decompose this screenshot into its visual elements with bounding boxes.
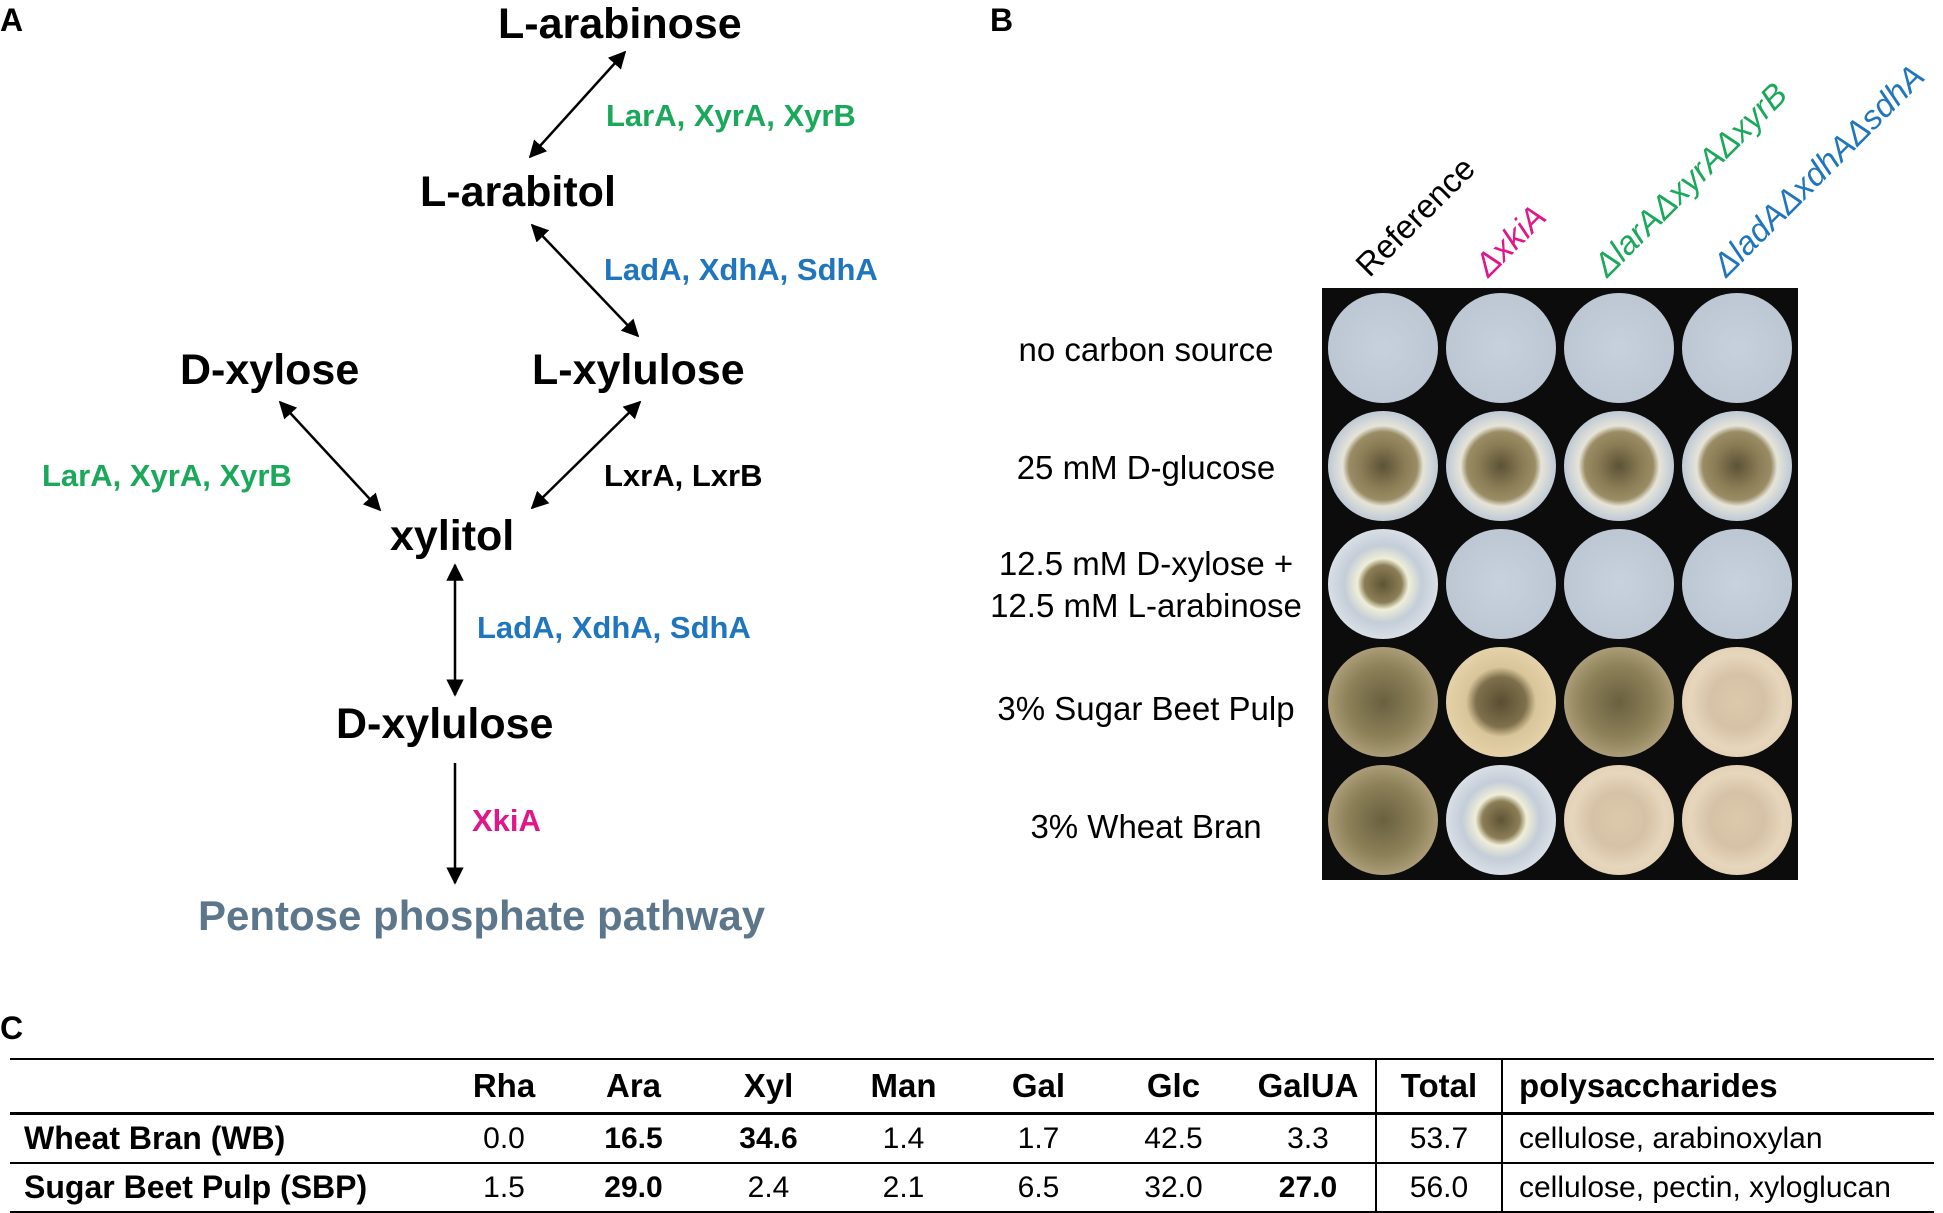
table-cell: 32.0 bbox=[1106, 1162, 1241, 1213]
arrow-dxylose-xylitol bbox=[278, 400, 382, 512]
table-cell: 1.4 bbox=[882, 1121, 925, 1155]
table-header-xyl: Xyl bbox=[701, 1058, 836, 1115]
petri-plate bbox=[1328, 647, 1438, 757]
condition-sugar-beet-pulp: 3% Sugar Beet Pulp bbox=[966, 688, 1326, 730]
table-header-total: Total bbox=[1375, 1058, 1502, 1115]
petri-plate bbox=[1446, 411, 1556, 521]
arrow-arabitol-lxylulose bbox=[530, 223, 640, 338]
petri-plate bbox=[1328, 411, 1438, 521]
arrow-arabinose-arabitol bbox=[528, 50, 627, 159]
enzymes-arabitol-xylulose: LadA, XdhA, SdhA bbox=[604, 252, 878, 287]
enzymes-xylitol-dxylulose: LadA, XdhA, SdhA bbox=[477, 610, 751, 645]
enzymes-dxylulose-ppp: XkiA bbox=[472, 803, 541, 838]
table-cell: 2.4 bbox=[701, 1162, 836, 1213]
condition-line: 12.5 mM L-arabinose bbox=[990, 587, 1302, 624]
metabolite-d-xylose: D-xylose bbox=[180, 346, 360, 394]
table-header-polysaccharides: polysaccharides bbox=[1501, 1058, 1934, 1115]
metabolite-l-arabitol: L-arabitol bbox=[420, 168, 616, 216]
petri-plate bbox=[1564, 529, 1674, 639]
condition-line: no carbon source bbox=[1018, 331, 1274, 368]
table-cell: 2.1 bbox=[836, 1162, 971, 1213]
petri-plate bbox=[1328, 529, 1438, 639]
table-header-gal: Gal bbox=[971, 1058, 1106, 1115]
table-header-rha: Rha bbox=[442, 1058, 566, 1115]
petri-plate bbox=[1446, 647, 1556, 757]
arrow-lxylulose-xylitol bbox=[530, 400, 642, 510]
petri-plate bbox=[1564, 293, 1674, 403]
petri-plate bbox=[1564, 765, 1674, 875]
strain-label-lara-xyra-xyrb: ΔlarAΔxyrAΔxyrB bbox=[1586, 75, 1795, 284]
panel-label-a: A bbox=[0, 2, 24, 38]
panel-label-b: B bbox=[990, 2, 1014, 38]
table-header-ara: Ara bbox=[566, 1058, 701, 1115]
petri-plate bbox=[1446, 293, 1556, 403]
metabolite-d-xylulose: D-xylulose bbox=[336, 700, 554, 748]
table-cell-polysaccharides: cellulose, arabinoxylan bbox=[1501, 1113, 1934, 1163]
composition-table: Rha Ara Xyl Man Gal Glc GalUA Total poly… bbox=[10, 1058, 1934, 1213]
table-cell: 16.5 bbox=[604, 1121, 663, 1155]
condition-wheat-bran: 3% Wheat Bran bbox=[966, 806, 1326, 848]
petri-plate bbox=[1682, 529, 1792, 639]
table-cell: 1.7 bbox=[1017, 1121, 1060, 1155]
table-cell: 6.5 bbox=[971, 1162, 1106, 1213]
table-cell: 29.0 bbox=[566, 1162, 701, 1213]
table-header-corner bbox=[10, 1058, 442, 1115]
petri-plate bbox=[1564, 411, 1674, 521]
petri-plate bbox=[1682, 647, 1792, 757]
table-cell: 42.5 bbox=[1144, 1121, 1203, 1155]
table-row: Wheat Bran (WB) 0.0 16.5 34.6 1.4 1.7 42… bbox=[10, 1113, 1934, 1163]
table-cell-polysaccharides: cellulose, pectin, xyloglucan bbox=[1501, 1162, 1934, 1213]
petri-plate bbox=[1564, 647, 1674, 757]
panel-label-c: C bbox=[0, 1010, 24, 1046]
petri-plate bbox=[1328, 293, 1438, 403]
table-header-glc: Glc bbox=[1106, 1058, 1241, 1115]
table-cell: 1.5 bbox=[442, 1162, 566, 1213]
strain-label-lada-xdha-sdha: ΔladAΔxdhAΔsdhA bbox=[1705, 57, 1932, 284]
condition-no-carbon: no carbon source bbox=[966, 329, 1326, 371]
metabolite-l-xylulose: L-xylulose bbox=[532, 346, 745, 394]
condition-line: 12.5 mM D-xylose + bbox=[998, 545, 1294, 582]
strain-label-xkia: ΔxkiA bbox=[1467, 197, 1554, 284]
petri-plate bbox=[1328, 765, 1438, 875]
petri-plate bbox=[1682, 411, 1792, 521]
petri-plate bbox=[1446, 765, 1556, 875]
petri-plate bbox=[1682, 293, 1792, 403]
petri-plate bbox=[1446, 529, 1556, 639]
table-header-man: Man bbox=[836, 1058, 971, 1115]
table-cell-total: 53.7 bbox=[1375, 1113, 1502, 1163]
row-label: Wheat Bran (WB) bbox=[24, 1120, 286, 1156]
table-cell: 34.6 bbox=[739, 1121, 798, 1155]
table-cell-total: 56.0 bbox=[1375, 1162, 1502, 1213]
condition-glucose: 25 mM D-glucose bbox=[966, 447, 1326, 489]
row-label: Sugar Beet Pulp (SBP) bbox=[10, 1162, 442, 1213]
petri-plate bbox=[1682, 765, 1792, 875]
condition-xylose-arabinose: 12.5 mM D-xylose + 12.5 mM L-arabinose bbox=[966, 543, 1326, 627]
condition-line: 3% Wheat Bran bbox=[1030, 808, 1262, 845]
strain-label-reference: Reference bbox=[1348, 149, 1482, 284]
table-header-galua: GalUA bbox=[1241, 1058, 1376, 1115]
enzymes-xylulose-xylitol: LxrA, LxrB bbox=[604, 458, 763, 493]
enzymes-xylose-xylitol: LarA, XyrA, XyrB bbox=[42, 458, 292, 493]
table-cell: 3.3 bbox=[1287, 1121, 1329, 1155]
table-cell: 0.0 bbox=[483, 1121, 525, 1155]
metabolite-l-arabinose: L-arabinose bbox=[498, 0, 742, 48]
enzymes-arabinose-arabitol: LarA, XyrA, XyrB bbox=[606, 98, 856, 133]
condition-line: 25 mM D-glucose bbox=[1016, 449, 1276, 486]
condition-line: 3% Sugar Beet Pulp bbox=[997, 690, 1295, 727]
pentose-phosphate-pathway: Pentose phosphate pathway bbox=[198, 892, 766, 939]
metabolite-xylitol: xylitol bbox=[390, 512, 515, 560]
pathway-arrows bbox=[278, 50, 642, 885]
table-row: Sugar Beet Pulp (SBP) 1.5 29.0 2.4 2.1 6… bbox=[10, 1162, 1934, 1213]
table-cell: 27.0 bbox=[1241, 1162, 1376, 1213]
